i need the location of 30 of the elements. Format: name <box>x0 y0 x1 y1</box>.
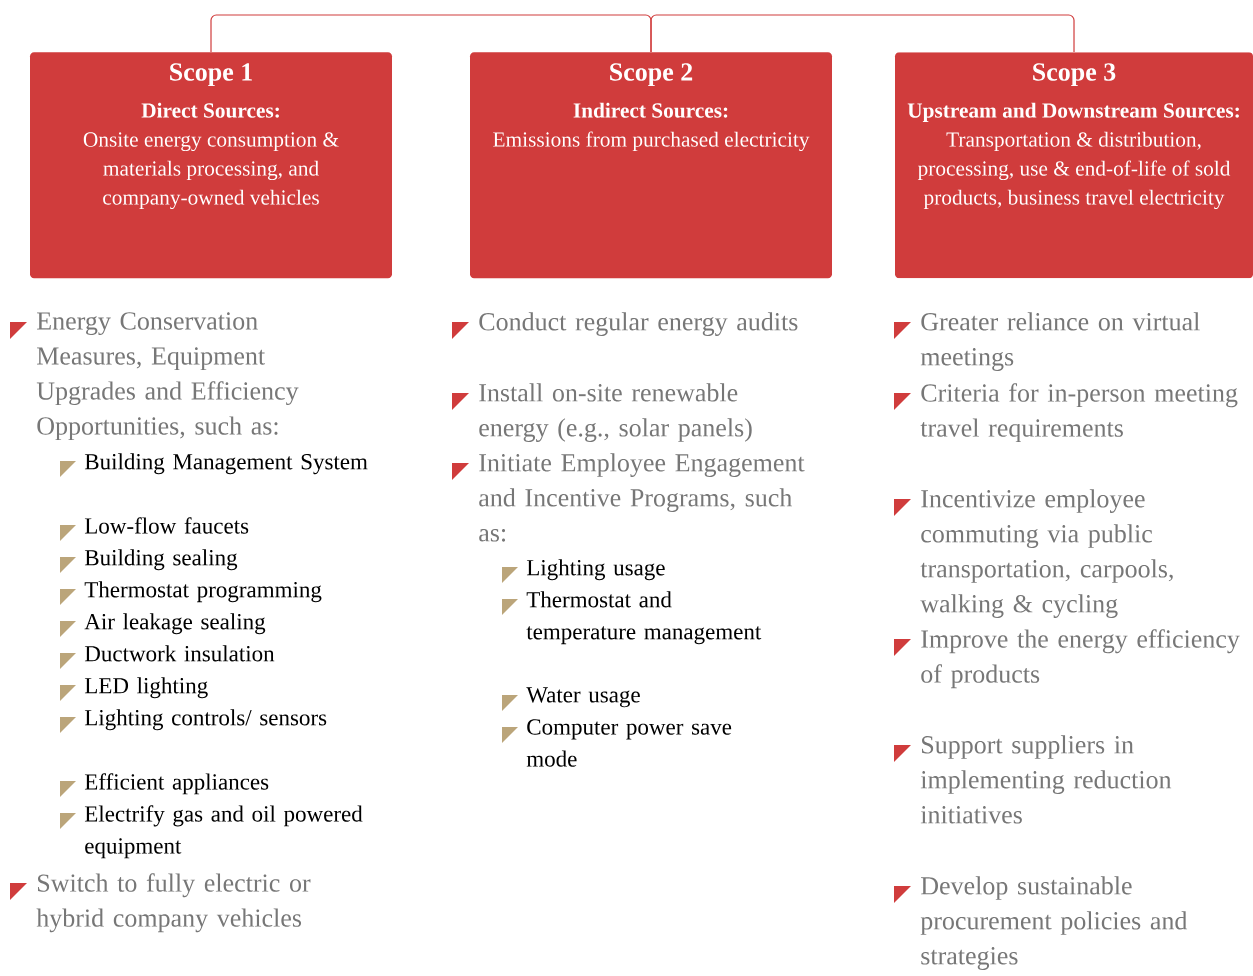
list-item: Incentivize employee commuting via public transportation, carpools, walking & cycling <box>920 489 1173 618</box>
connector-line <box>650 14 1075 53</box>
scope-box: Scope 3 Upstream and Downstream Sources: Transportation & distribution, processing, use & end-of-life of sold products, business travel electricity <box>895 52 1253 279</box>
list-item: Electrify gas and oil powered equipment <box>84 805 363 859</box>
list-item: Switch to fully electric or hybrid company vehicles <box>36 873 311 933</box>
list-item: Support suppliers in implementing reduction initiatives <box>920 735 1172 824</box>
scope-box: Scope 2 Indirect Sources: Emissions from purchased electricity <box>470 52 832 279</box>
list-item: Energy Conservation Measures, Equipment Upgrades and Efficiency Opportunities, such as: <box>36 312 299 441</box>
list-item: LED lighting <box>84 677 208 699</box>
list-item: Conduct regular energy audits <box>479 312 798 336</box>
scope-box: Scope 1 Direct Sources: Onsite energy consumption & materials processing, and company-owned vehicles <box>30 52 392 279</box>
list-item: Computer power save mode <box>526 719 732 767</box>
list-item: Develop sustainable procurement policies and strategies <box>920 876 1188 970</box>
list-item: Improve the energy efficiency of products <box>921 629 1240 689</box>
list-item: Low-flow faucets <box>84 517 249 534</box>
list-item: Thermostat and temperature management <box>526 591 762 645</box>
list-item: Install on-site renewable energy (e.g., solar panels) <box>479 383 752 442</box>
list-item: Thermostat programming <box>84 581 322 603</box>
list-item: Criteria for in-person meeting travel requirements <box>920 383 1238 443</box>
list-item: Efficient appliances <box>84 773 269 795</box>
list-item: Building Management System <box>84 453 368 475</box>
list-item: Greater reliance on virtual meetings <box>920 312 1200 371</box>
list-item: Initiate Employee Engagement and Incentive Programs, such as: <box>479 453 805 542</box>
list-item: Lighting controls/ sensors <box>84 709 327 731</box>
list-item: Air leakage sealing <box>84 613 266 635</box>
list-item: Water usage <box>526 687 640 708</box>
list-item: Ductwork insulation <box>84 645 275 662</box>
list-item: Building sealing <box>84 549 238 571</box>
list-item: Lighting usage <box>526 559 665 581</box>
connector-line <box>210 14 652 53</box>
